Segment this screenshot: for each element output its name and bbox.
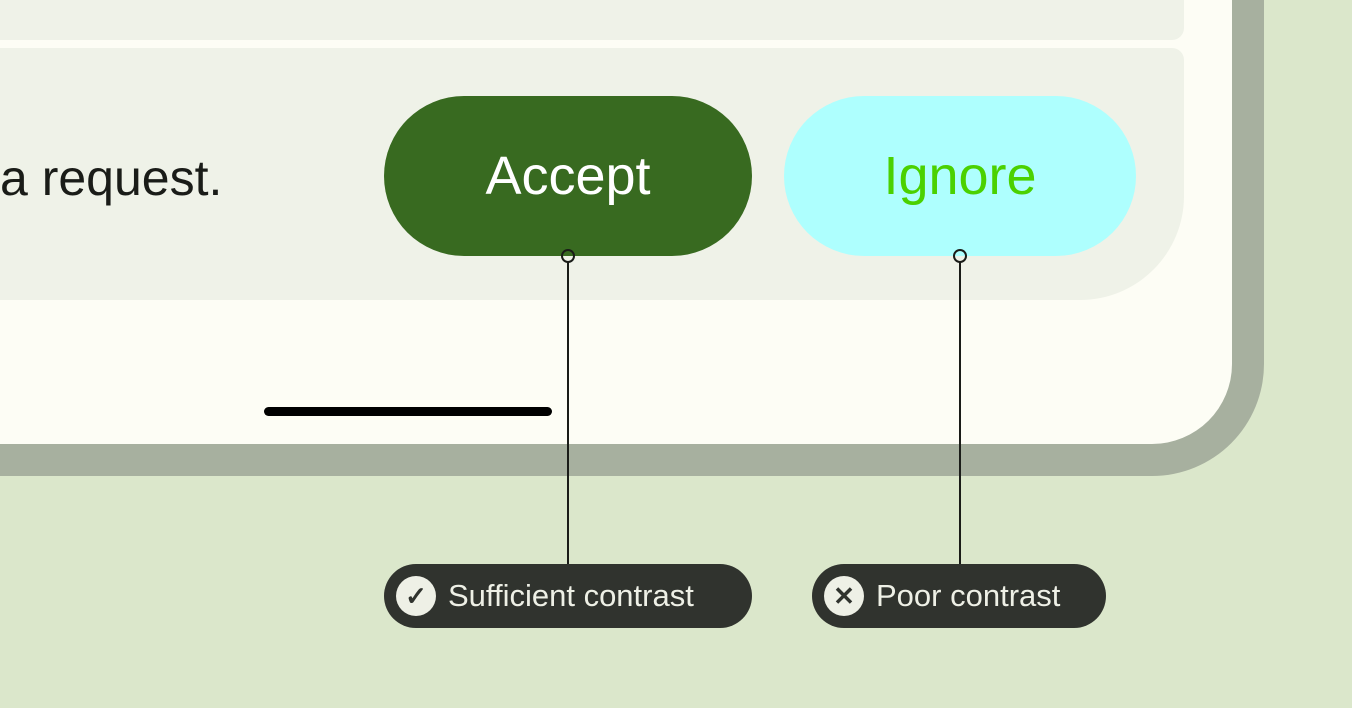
request-message: a request. [0, 150, 223, 206]
annotation-dot-ignore [953, 249, 967, 263]
sufficient-contrast-text: Sufficient contrast [448, 578, 694, 613]
accept-button[interactable]: Accept [384, 96, 752, 256]
close-icon: ✕ [824, 576, 864, 616]
annotation-line-ignore [959, 262, 961, 564]
ignore-button[interactable]: Ignore [784, 96, 1136, 256]
home-indicator[interactable] [264, 407, 552, 416]
poor-contrast-label: ✕ Poor contrast [812, 564, 1106, 628]
sufficient-contrast-label: ✓ Sufficient contrast [384, 564, 752, 628]
annotation-line-accept [567, 262, 569, 564]
check-icon: ✓ [396, 576, 436, 616]
poor-contrast-text: Poor contrast [876, 578, 1061, 613]
top-card [0, 0, 1184, 40]
annotation-dot-accept [561, 249, 575, 263]
